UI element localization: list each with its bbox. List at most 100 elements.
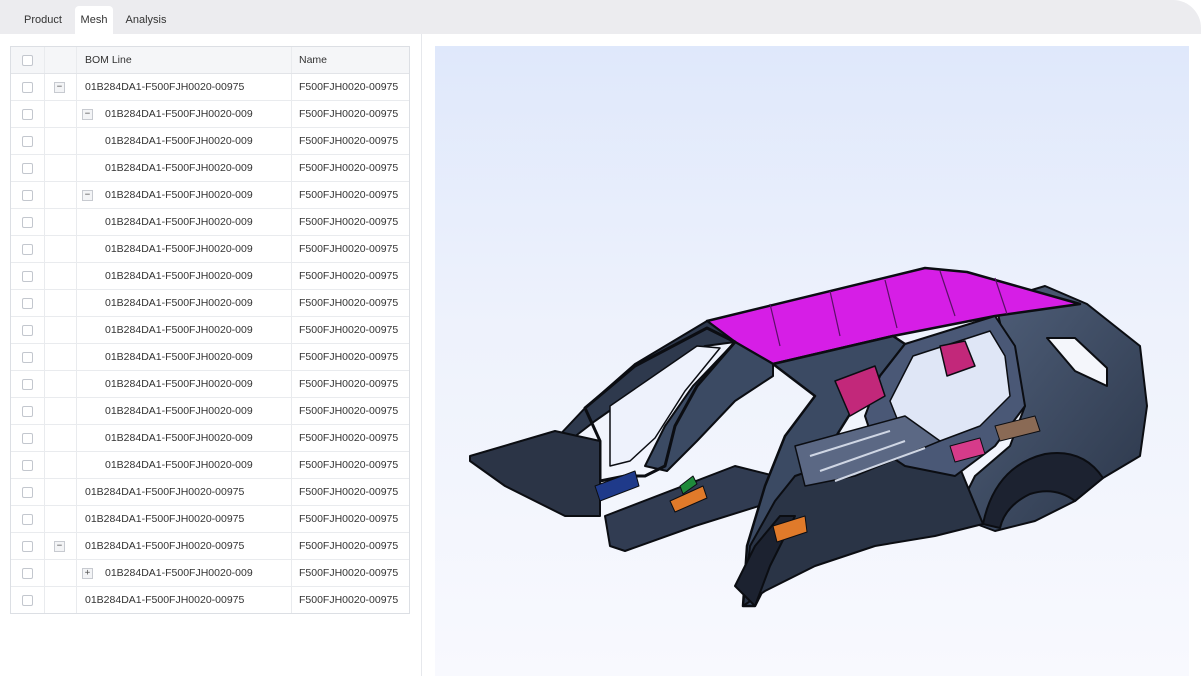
- name-text: F500FJH0020-00975: [299, 135, 399, 147]
- tree-indent-guide: [76, 317, 77, 343]
- table-row[interactable]: 01B284DA1-F500FJH0020-009 F500FJH0020-009…: [11, 155, 409, 182]
- header-check-cell: [11, 47, 45, 73]
- expand-icon[interactable]: +: [82, 568, 93, 579]
- collapse-icon[interactable]: −: [82, 190, 93, 201]
- row-name-cell: F500FJH0020-00975: [291, 452, 410, 478]
- 3d-viewport[interactable]: [435, 46, 1189, 676]
- row-checkbox[interactable]: [22, 406, 33, 417]
- tab-product[interactable]: Product: [14, 6, 72, 34]
- row-checkbox[interactable]: [22, 109, 33, 120]
- bom-tree-grid: BOM Line Name −01B284DA1-F500FJH0020-009…: [10, 46, 410, 614]
- bom-line-text: 01B284DA1-F500FJH0020-009: [105, 351, 253, 363]
- tab-label: Analysis: [125, 14, 167, 26]
- rear-door-opening: [889, 330, 1011, 442]
- row-checkbox[interactable]: [22, 136, 33, 147]
- row-expander-cell: [44, 560, 77, 586]
- hinge-bracket-orange: [772, 515, 808, 543]
- row-checkbox[interactable]: [22, 514, 33, 525]
- row-expander-cell: [44, 209, 77, 235]
- row-expander-cell: [44, 236, 77, 262]
- row-check-cell: [11, 236, 45, 262]
- table-row[interactable]: 01B284DA1-F500FJH0020-00975 F500FJH0020-0…: [11, 587, 409, 613]
- row-name-cell: F500FJH0020-00975: [291, 425, 410, 451]
- row-name-cell: F500FJH0020-00975: [291, 74, 410, 100]
- row-checkbox[interactable]: [22, 379, 33, 390]
- row-checkbox[interactable]: [22, 541, 33, 552]
- row-expander-cell: [44, 398, 77, 424]
- seat-crossmember-pink: [834, 365, 886, 417]
- row-bom-cell: 01B284DA1-F500FJH0020-00975: [76, 479, 291, 505]
- collapse-icon[interactable]: −: [54, 82, 65, 93]
- row-checkbox[interactable]: [22, 217, 33, 228]
- name-text: F500FJH0020-00975: [299, 324, 399, 336]
- row-checkbox[interactable]: [22, 244, 33, 255]
- row-expander-cell: [44, 425, 77, 451]
- row-checkbox[interactable]: [22, 190, 33, 201]
- row-check-cell: [11, 344, 45, 370]
- table-row[interactable]: − 01B284DA1-F500FJH0020-009 F500FJH0020-00…: [11, 182, 409, 209]
- header-name-cell[interactable]: Name: [291, 47, 410, 73]
- row-name-cell: F500FJH0020-00975: [291, 155, 410, 181]
- row-checkbox[interactable]: [22, 568, 33, 579]
- name-text: F500FJH0020-00975: [299, 594, 399, 606]
- name-text: F500FJH0020-00975: [299, 162, 399, 174]
- select-all-checkbox[interactable]: [22, 55, 33, 66]
- table-row[interactable]: 01B284DA1-F500FJH0020-009 F500FJH0020-009…: [11, 263, 409, 290]
- row-checkbox[interactable]: [22, 163, 33, 174]
- tree-indent-guide: [76, 236, 77, 262]
- name-text: F500FJH0020-00975: [299, 270, 399, 282]
- row-bom-cell: 01B284DA1-F500FJH0020-009: [76, 263, 291, 289]
- row-expander-cell: [44, 128, 77, 154]
- bom-line-text: 01B284DA1-F500FJH0020-009: [105, 567, 253, 579]
- row-checkbox[interactable]: [22, 82, 33, 93]
- name-text: F500FJH0020-00975: [299, 351, 399, 363]
- collapse-icon[interactable]: −: [54, 541, 65, 552]
- side-sill: [742, 440, 984, 607]
- name-text: F500FJH0020-00975: [299, 189, 399, 201]
- table-row[interactable]: 01B284DA1-F500FJH0020-009 F500FJH0020-009…: [11, 344, 409, 371]
- row-expander-cell: [44, 371, 77, 397]
- row-checkbox[interactable]: [22, 271, 33, 282]
- bom-line-text: 01B284DA1-F500FJH0020-009: [105, 405, 253, 417]
- tree-indent-guide: [76, 425, 77, 451]
- row-checkbox[interactable]: [22, 460, 33, 471]
- collapse-icon[interactable]: −: [82, 109, 93, 120]
- header-bom-cell[interactable]: BOM Line: [76, 47, 291, 73]
- row-checkbox[interactable]: [22, 298, 33, 309]
- row-bom-cell: 01B284DA1-F500FJH0020-00975: [76, 587, 291, 613]
- row-checkbox[interactable]: [22, 595, 33, 606]
- row-check-cell: [11, 128, 45, 154]
- tab-mesh[interactable]: Mesh: [75, 6, 113, 34]
- row-checkbox[interactable]: [22, 352, 33, 363]
- name-text: F500FJH0020-00975: [299, 81, 399, 93]
- name-text: F500FJH0020-00975: [299, 432, 399, 444]
- row-bom-cell: +01B284DA1-F500FJH0020-009: [76, 560, 291, 586]
- car-body-model[interactable]: [435, 46, 1189, 676]
- bom-line-text: 01B284DA1-F500FJH0020-009: [105, 189, 253, 201]
- row-check-cell: [11, 425, 45, 451]
- row-checkbox[interactable]: [22, 433, 33, 444]
- tab-analysis[interactable]: Analysis: [118, 6, 174, 34]
- bom-line-text: 01B284DA1-F500FJH0020-00975: [85, 486, 245, 498]
- row-checkbox[interactable]: [22, 487, 33, 498]
- row-checkbox[interactable]: [22, 325, 33, 336]
- bom-line-text: 01B284DA1-F500FJH0020-009: [105, 378, 253, 390]
- bom-line-text: 01B284DA1-F500FJH0020-009: [105, 162, 253, 174]
- row-check-cell: [11, 533, 45, 559]
